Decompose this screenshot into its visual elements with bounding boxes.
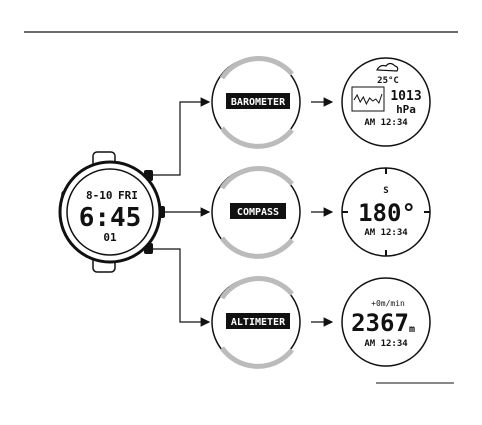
main-weekday: FRI	[118, 189, 138, 202]
alti-altitude: 2367	[351, 309, 409, 337]
altimeter-label: ALTIMETER	[231, 317, 286, 328]
mode-screen-altimeter: ALTIMETER	[212, 278, 300, 366]
main-watch: 8-10 FRI 6:45 01	[60, 152, 165, 272]
compass-label: COMPASS	[237, 207, 279, 218]
main-date: 8-10	[86, 189, 113, 202]
baro-pressure: 1013	[390, 89, 421, 104]
barometer-label: BAROMETER	[231, 97, 286, 108]
detail-screen-barometer: 25°C 1013 hPa AM 12:34	[342, 58, 430, 146]
baro-temperature: 25°C	[377, 76, 399, 86]
detail-screen-altimeter: +0m/min 2367 m AM 12:34	[342, 278, 430, 366]
compass-heading: 180°	[358, 199, 416, 227]
baro-unit: hPa	[396, 103, 416, 116]
alti-unit: m	[409, 324, 415, 335]
main-seconds: 01	[103, 231, 117, 244]
baro-clock: AM 12:34	[364, 118, 408, 128]
main-time: 6:45	[79, 203, 142, 233]
compass-direction: S	[383, 186, 388, 196]
alti-clock: AM 12:34	[364, 339, 408, 349]
alti-rate: +0m/min	[371, 299, 405, 308]
mode-screen-compass: COMPASS	[212, 168, 300, 256]
compass-clock: AM 12:34	[364, 228, 408, 238]
detail-screen-compass: S 180° AM 12:34	[342, 168, 430, 256]
mode-screen-barometer: BAROMETER	[212, 58, 300, 146]
